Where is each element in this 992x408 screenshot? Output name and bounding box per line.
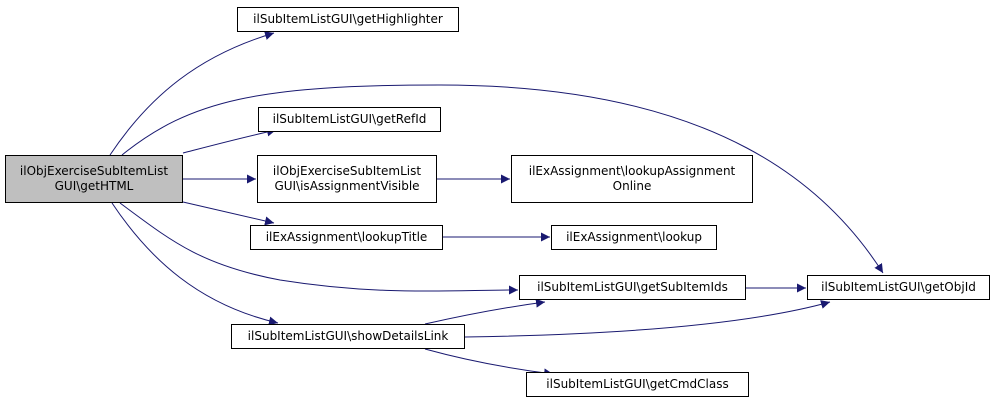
node-lookupTitle[interactable]: ilExAssignment\lookupTitle	[250, 225, 443, 250]
node-label: ilSubItemListGUI\getSubItemIds	[537, 280, 728, 294]
node-label: ilSubItemListGUI\getRefId	[272, 112, 427, 126]
edge-root-details	[111, 202, 279, 326]
node-isAssignmentVisible[interactable]: ilObjExerciseSubItemList GUI\isAssignmen…	[257, 155, 437, 203]
node-getCmdClass[interactable]: ilSubItemListGUI\getCmdClass	[526, 372, 749, 397]
edge-root-highlighter	[109, 31, 275, 156]
node-label: ilExAssignment\lookup	[566, 230, 702, 244]
node-getRefId[interactable]: ilSubItemListGUI\getRefId	[258, 107, 441, 132]
node-label-line: GUI\getHTML	[54, 179, 134, 193]
node-getHTML[interactable]: ilObjExerciseSubItemList GUI\getHTML	[5, 155, 183, 203]
node-getObjId[interactable]: ilSubItemListGUI\getObjId	[807, 275, 990, 300]
edge-root-objid	[121, 84, 884, 274]
edge-root-refid	[182, 127, 277, 154]
edge-details-objid	[464, 300, 831, 338]
node-label: ilSubItemListGUI\getCmdClass	[546, 377, 729, 391]
node-label: ilSubItemListGUI\getObjId	[821, 280, 976, 294]
node-label-line: ilObjExerciseSubItemList	[19, 164, 169, 178]
node-label: ilSubItemListGUI\showDetailsLink	[247, 329, 449, 343]
node-showDetailsLink[interactable]: ilSubItemListGUI\showDetailsLink	[231, 324, 465, 349]
edge-root-subitemids	[119, 202, 519, 295]
node-getSubItemIds[interactable]: ilSubItemListGUI\getSubItemIds	[519, 275, 746, 300]
node-label: ilSubItemListGUI\getHighlighter	[253, 12, 443, 26]
node-label-line: ilObjExerciseSubItemList	[272, 164, 422, 178]
node-label: ilExAssignment\lookupTitle	[265, 230, 428, 244]
node-label-line: GUI\isAssignmentVisible	[274, 179, 420, 193]
node-label-line: ilExAssignment\lookupAssignment	[528, 164, 736, 178]
edge-root-lookuptitle	[182, 201, 275, 226]
node-label-line: Online	[612, 179, 652, 193]
node-lookupAssignmentOnline[interactable]: ilExAssignment\lookupAssignment Online	[511, 155, 753, 203]
edge-details-subitemids	[424, 298, 546, 325]
node-getHighlighter[interactable]: ilSubItemListGUI\getHighlighter	[237, 7, 459, 32]
edge-details-cmdclass	[424, 348, 554, 378]
node-lookup[interactable]: ilExAssignment\lookup	[551, 225, 717, 250]
